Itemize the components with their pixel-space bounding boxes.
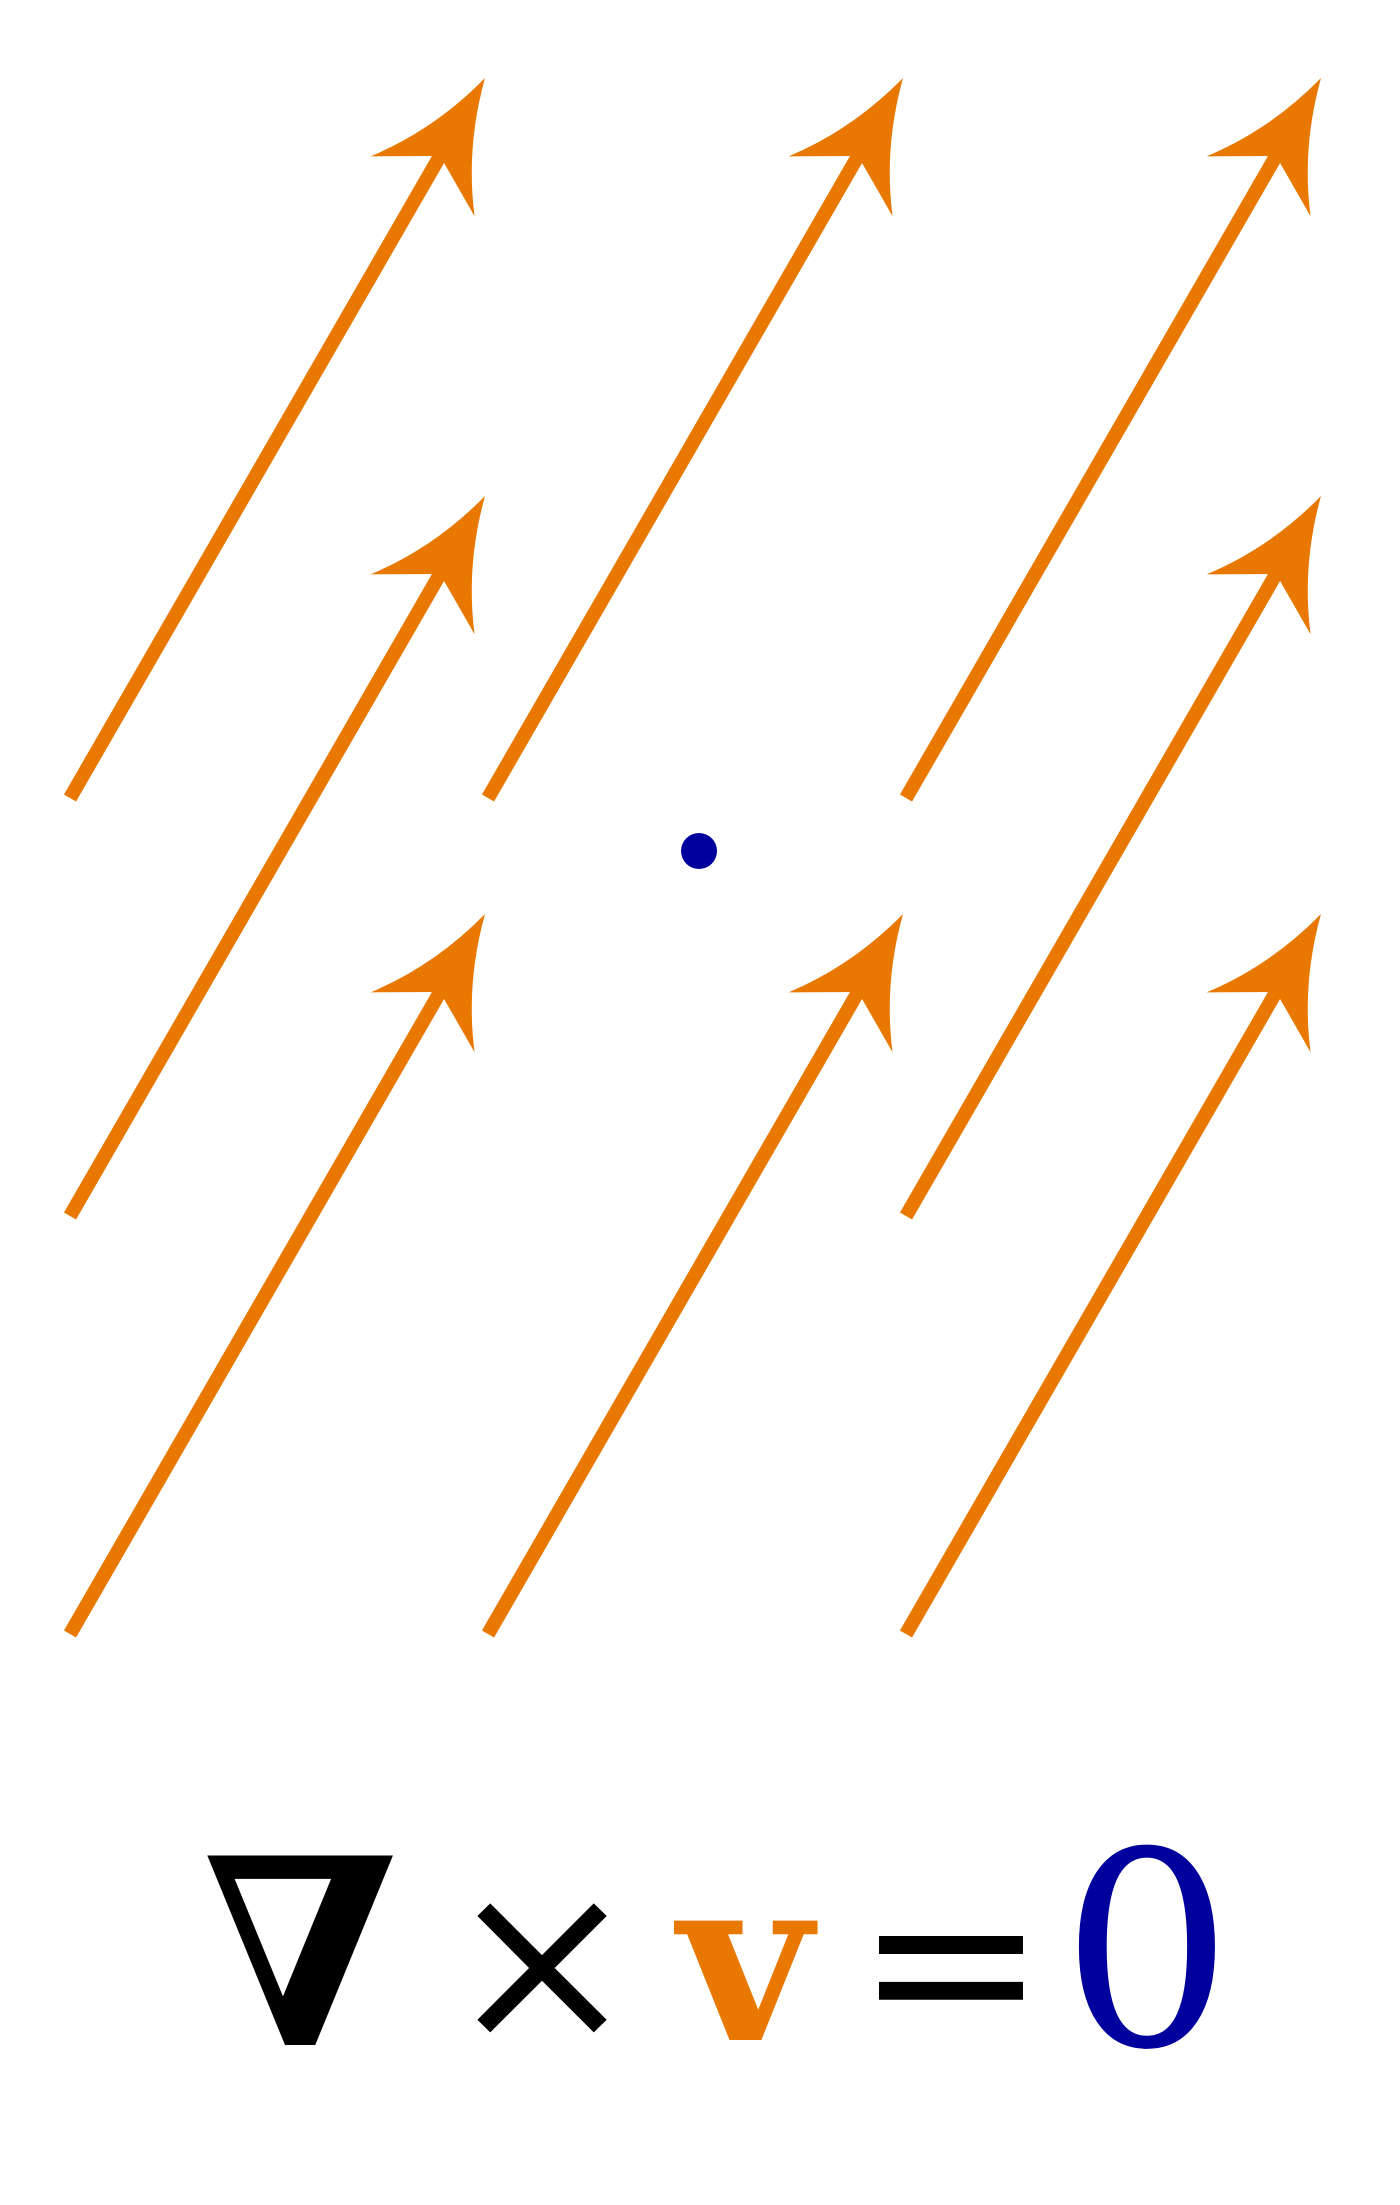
curl-formula: ∇ × v = 0 <box>202 1794 1233 2109</box>
field-arrow <box>899 914 1321 1638</box>
field-arrow-shaft <box>63 148 449 802</box>
vector-field-arrows <box>63 78 1321 1638</box>
field-arrow-head <box>788 78 903 217</box>
field-arrow-head <box>1206 914 1321 1053</box>
vector-v-symbol: v <box>673 1825 818 2095</box>
field-arrow <box>481 914 903 1638</box>
field-arrow-head <box>370 914 485 1053</box>
field-arrow-shaft <box>63 984 449 1638</box>
field-arrow <box>899 496 1321 1220</box>
field-arrow-head <box>370 78 485 217</box>
field-arrow <box>481 78 903 802</box>
field-arrow <box>63 496 485 1220</box>
sample-point <box>681 833 717 869</box>
field-arrow-head <box>788 914 903 1053</box>
nabla-symbol: ∇ <box>202 1802 398 2107</box>
equals-symbol: = <box>855 1828 1048 2095</box>
field-arrow <box>899 78 1321 802</box>
zero-result: 0 <box>1061 1794 1233 2109</box>
field-arrow-shaft <box>899 566 1285 1220</box>
cross-product-symbol: × <box>446 1828 639 2095</box>
field-arrow-shaft <box>481 148 867 802</box>
field-arrow-head <box>370 496 485 635</box>
field-arrow <box>63 914 485 1638</box>
field-arrow-shaft <box>481 984 867 1638</box>
field-arrow-shaft <box>899 148 1285 802</box>
field-arrow-shaft <box>63 566 449 1220</box>
field-arrow-head <box>1206 78 1321 217</box>
field-arrow-shaft <box>899 984 1285 1638</box>
field-arrow-head <box>1206 496 1321 635</box>
field-arrow <box>63 78 485 802</box>
